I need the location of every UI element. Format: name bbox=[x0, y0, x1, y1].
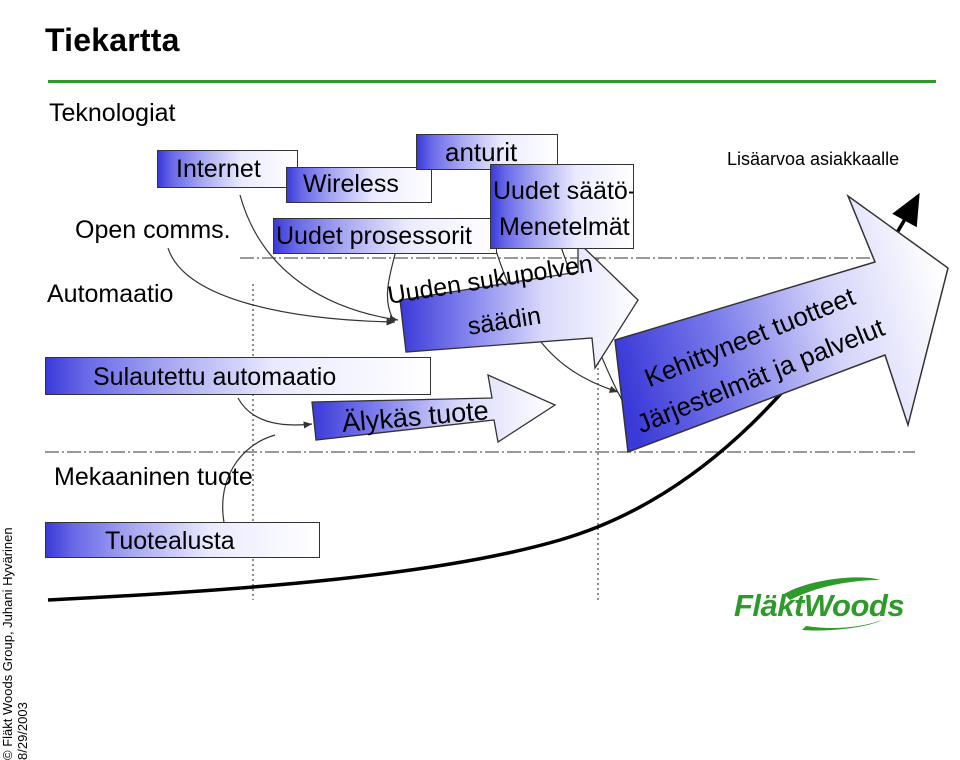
curve-wireless-to-controller bbox=[239, 194, 399, 323]
row-label-automation: Automaatio bbox=[47, 280, 174, 308]
internet-label: Internet bbox=[176, 155, 261, 183]
row-label-technology: Teknologiat bbox=[49, 99, 176, 127]
sidebar-text: © Fläkt Woods Group, Juhani Hyvärinen 8/… bbox=[0, 300, 30, 760]
product-platform-label: Tuotealusta bbox=[105, 527, 235, 555]
controller-block-arrow bbox=[399, 240, 639, 370]
sensors-label: anturit bbox=[445, 137, 518, 167]
roadmap-diagram bbox=[45, 192, 949, 602]
logo-swoosh-icon bbox=[784, 577, 882, 631]
processors-label: Uudet prosessorit bbox=[276, 222, 472, 250]
embedded-automation-label: Sulautettu automaatio bbox=[93, 363, 337, 391]
copyright-text: © Fläkt Woods Group, Juhani Hyvärinen bbox=[0, 527, 15, 760]
controls-label-line1: Uudet säätö- bbox=[493, 177, 634, 205]
embedded-automation-box: Sulautettu automaatio bbox=[45, 357, 431, 395]
flaktwoods-logo: FläktWoods bbox=[732, 574, 932, 636]
wireless-label: Wireless bbox=[303, 170, 399, 198]
date-text: 8/29/2003 bbox=[15, 702, 30, 760]
row-label-mechanical: Mekaaninen tuote bbox=[54, 463, 253, 491]
controls-label-line2: Menetelmät bbox=[499, 213, 630, 241]
processors-box: Uudet prosessorit bbox=[273, 218, 497, 254]
smart-product-block-arrow bbox=[311, 373, 557, 444]
curve-opencomms-to-controller bbox=[167, 247, 396, 326]
internet-box: Internet bbox=[157, 150, 298, 188]
open-comms-label: Open comms. bbox=[75, 216, 231, 244]
page-title: Tiekartta bbox=[45, 22, 180, 58]
controls-box: Uudet säätö- Menetelmät bbox=[490, 164, 634, 249]
wireless-box: Wireless bbox=[286, 167, 432, 203]
value-label: Lisäarvoa asiakkaalle bbox=[727, 149, 900, 169]
curve-embedded-to-smart bbox=[237, 397, 313, 429]
logo-text: FläktWoods bbox=[734, 588, 905, 623]
big-block-arrow bbox=[614, 193, 949, 454]
title-rule bbox=[48, 80, 936, 83]
curve-platform-to-embedded bbox=[222, 434, 276, 529]
product-platform-box: Tuotealusta bbox=[45, 522, 320, 558]
